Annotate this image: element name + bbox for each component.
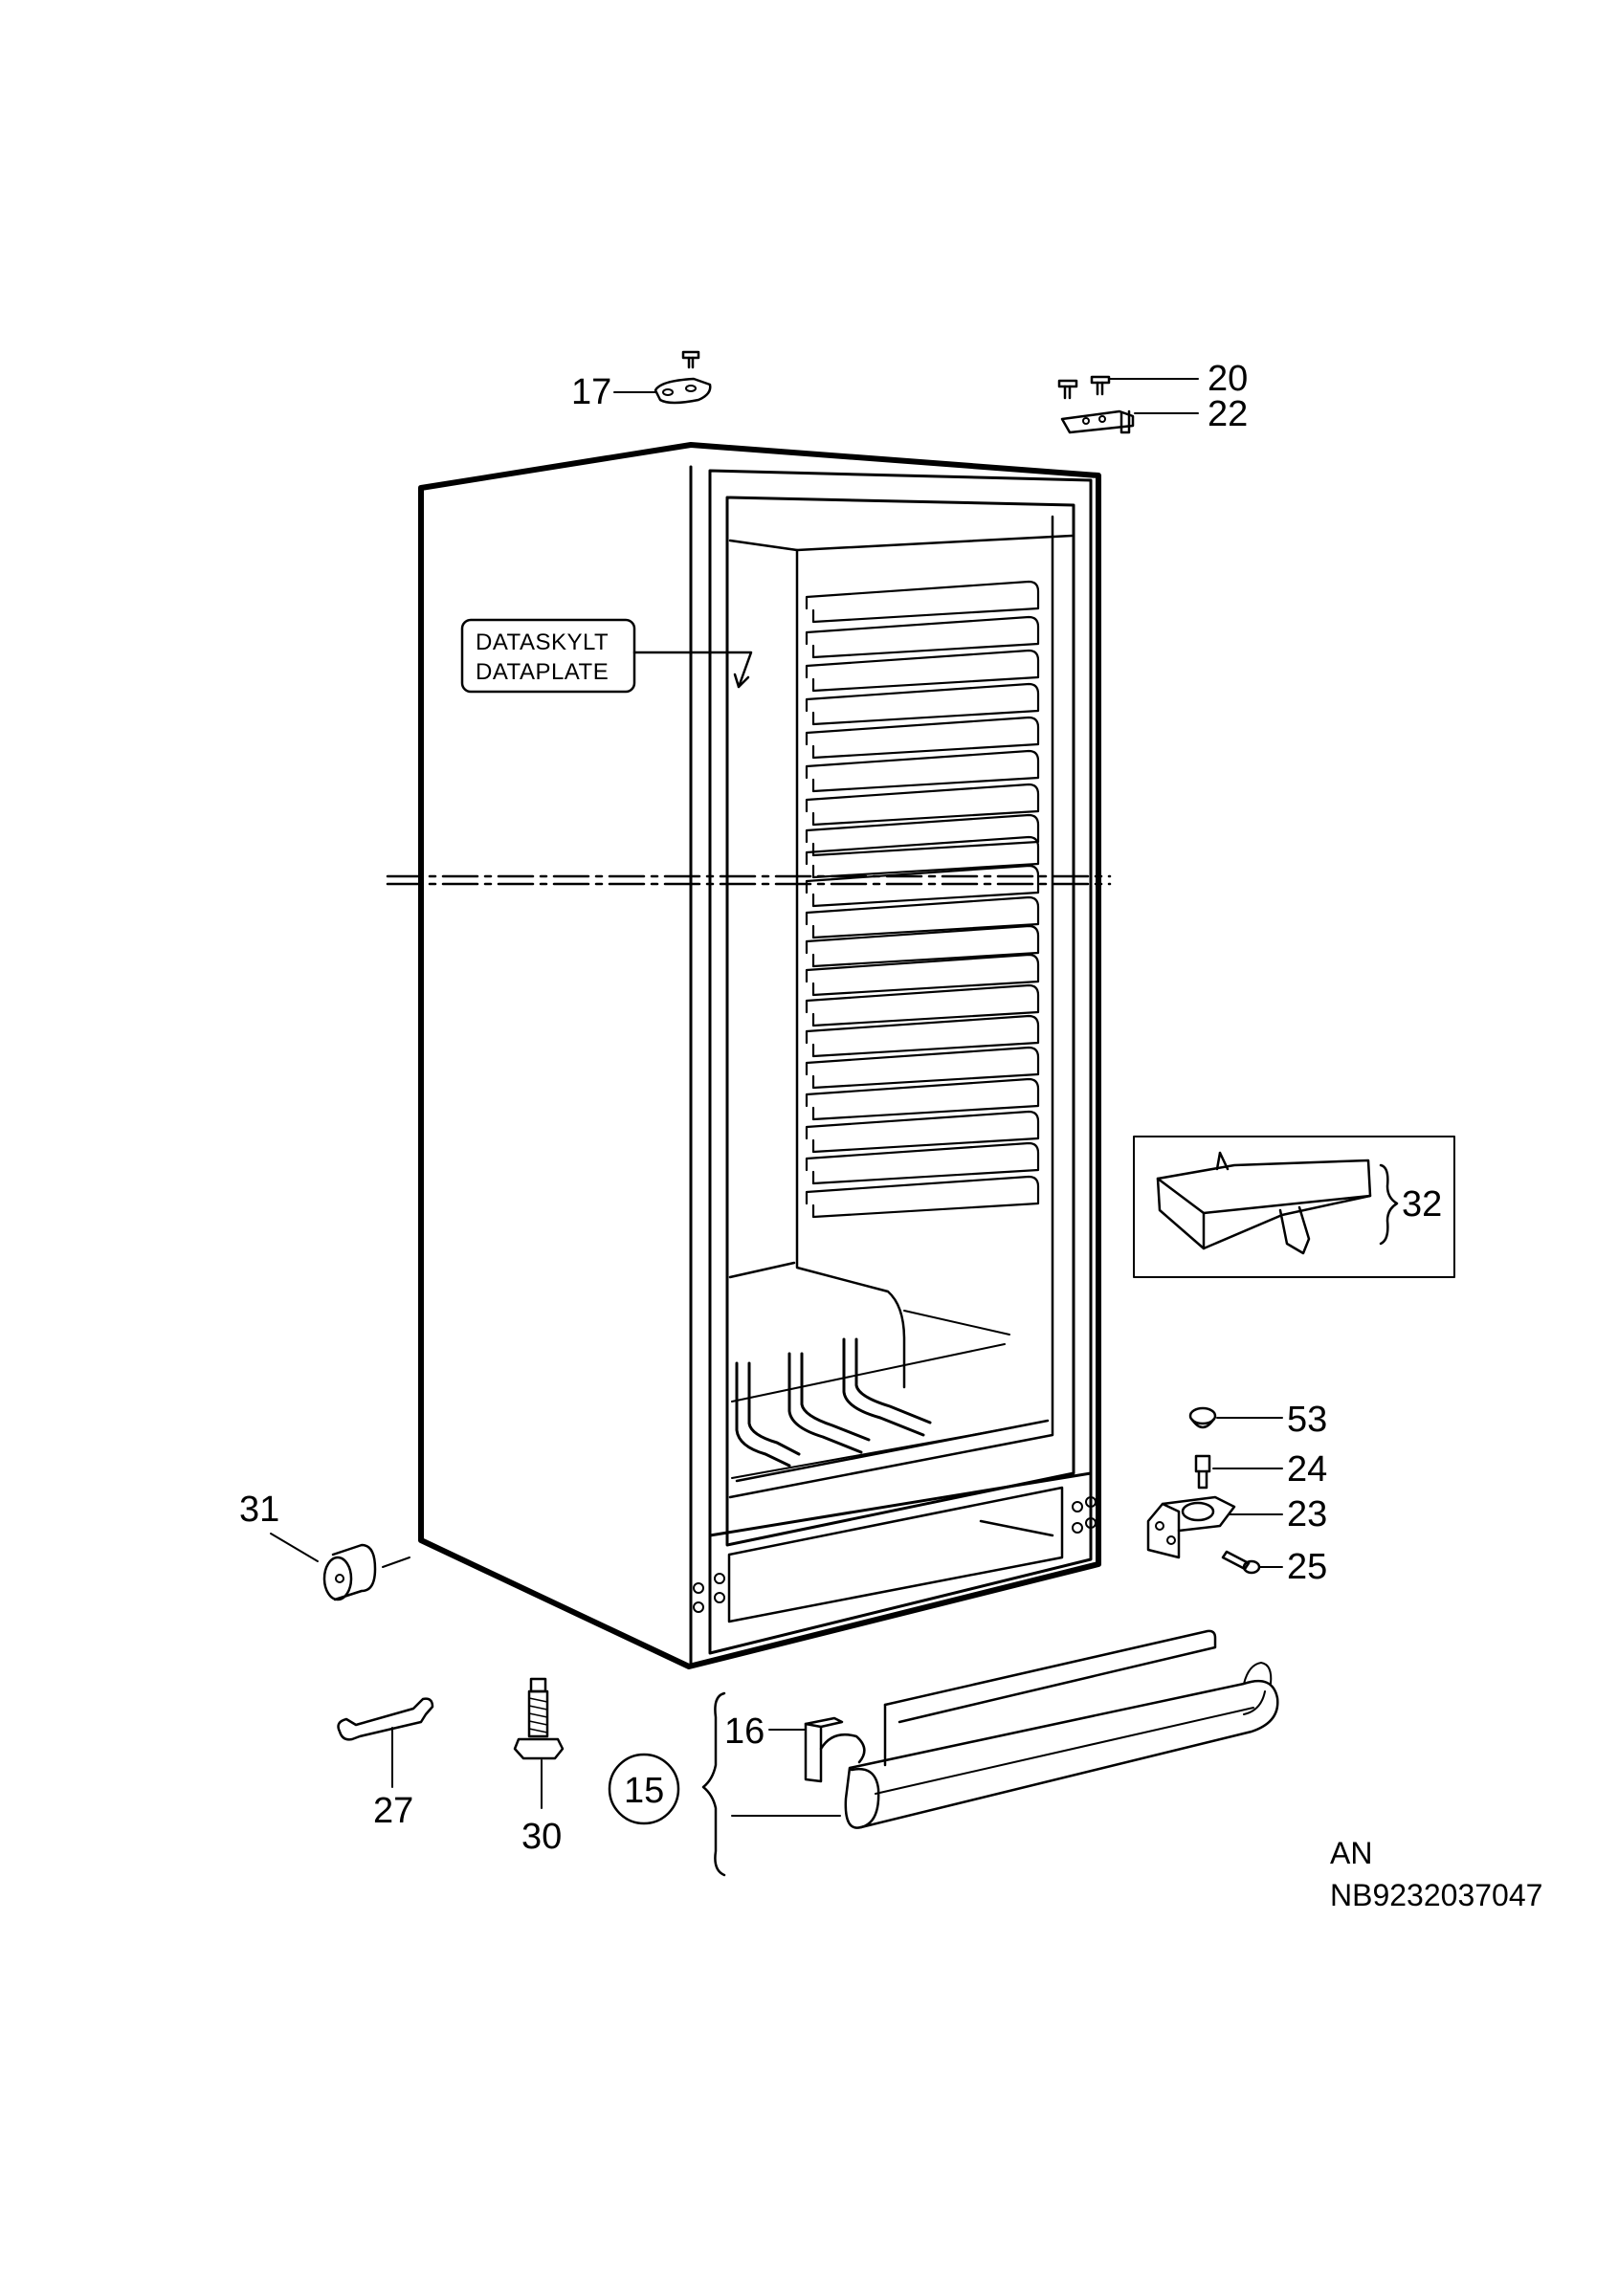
callout-30: 30 (521, 1817, 562, 1857)
dataplate-line1: DATASKYLT (476, 629, 609, 655)
part-32-kit-box: 32 (1133, 1136, 1455, 1278)
part-17-hinge-cover: 17 (571, 350, 712, 412)
reference-line1: AN (1330, 1836, 1372, 1870)
shelf-rib (805, 983, 1040, 1027)
reference-line2: NB9232037047 (1330, 1878, 1542, 1912)
part-31-spacer: 31 (239, 1490, 410, 1601)
shelf-rib (805, 813, 1040, 857)
shelf-rib (805, 682, 1040, 726)
shelf-rib (805, 1141, 1040, 1185)
shelf-rib (805, 1175, 1040, 1219)
part-53-cap: 53 (1188, 1400, 1327, 1440)
drawing-reference: AN NB9232037047 (1330, 1836, 1542, 1912)
part-15-plinth-assembly: 16 15 (608, 1629, 1279, 1877)
callout-24: 24 (1287, 1449, 1327, 1490)
shelf-rib (805, 649, 1040, 693)
callout-16: 16 (724, 1711, 765, 1752)
dataplate-line2: DATAPLATE (476, 659, 609, 685)
callout-20: 20 (1208, 359, 1248, 399)
shelf-rib (805, 1077, 1040, 1121)
shelf-rib (805, 615, 1040, 659)
callout-31: 31 (239, 1490, 279, 1530)
evaporator-tubes (731, 1337, 1015, 1479)
part-16-end-cap: 16 (724, 1711, 866, 1783)
callout-22: 22 (1208, 394, 1248, 434)
callout-17: 17 (571, 372, 611, 412)
dataplate-callout: DATASKYLT DATAPLATE (460, 618, 753, 694)
callout-23: 23 (1287, 1494, 1327, 1534)
shelf-rib (805, 953, 1040, 997)
shelf-rib (805, 1046, 1040, 1090)
shelf-rib (805, 864, 1040, 908)
shelf-rib (805, 783, 1040, 827)
part-24-pin: 24 (1194, 1449, 1327, 1490)
shelf-rib (805, 835, 1040, 879)
part-25-screw: 25 (1221, 1547, 1327, 1587)
shelf-rib (805, 580, 1040, 624)
callout-53: 53 (1287, 1400, 1327, 1440)
part-27-spanner: 27 (337, 1697, 434, 1831)
shelf-rib (805, 924, 1040, 968)
callout-32: 32 (1402, 1184, 1442, 1225)
part-20-22-top-hinge: 20 22 (1057, 359, 1248, 434)
shelf-rib (805, 1014, 1040, 1058)
shelf-rib (805, 1110, 1040, 1154)
callout-27: 27 (373, 1791, 413, 1831)
part-23-bottom-hinge: 23 (1146, 1494, 1327, 1559)
callout-25: 25 (1287, 1547, 1327, 1587)
shelf-rib (805, 749, 1040, 793)
part-30-adjustable-foot: 30 (513, 1677, 565, 1857)
cabinet-body (386, 442, 1112, 1669)
shelf-rib-group (805, 580, 1040, 1219)
shelf-rib (805, 895, 1040, 939)
callout-15: 15 (624, 1771, 664, 1811)
shelf-rib (805, 716, 1040, 760)
